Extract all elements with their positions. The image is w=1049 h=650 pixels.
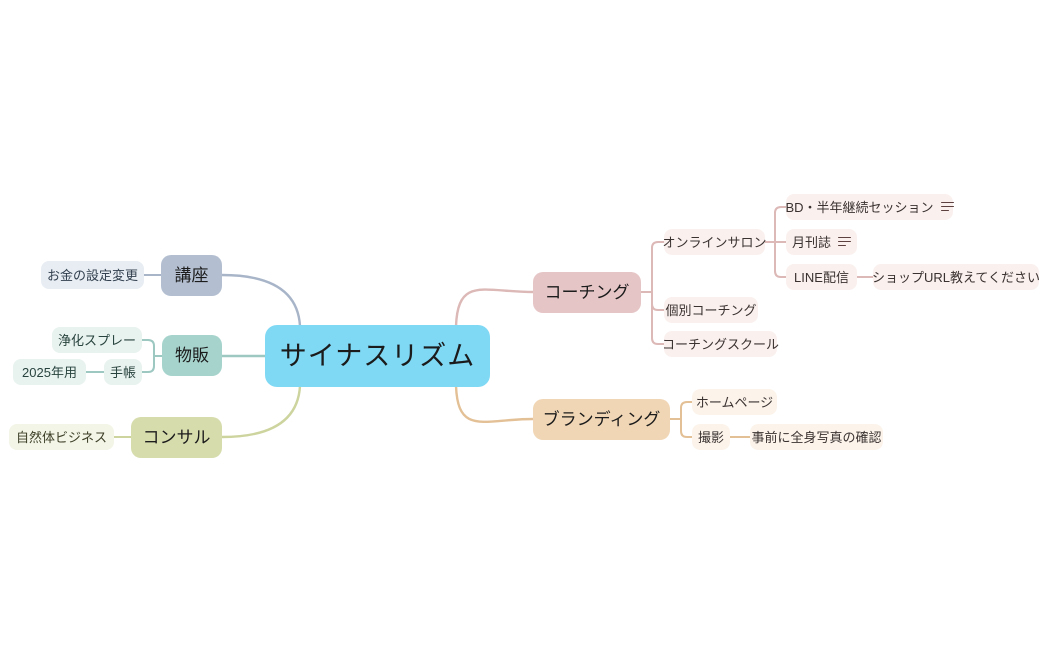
node-leaf-label: 個別コーチング (665, 302, 757, 318)
edge-root-consul (220, 384, 302, 439)
node-leaf-label: 自然体ビジネス (16, 429, 108, 445)
node-leaf-coaching-school[interactable]: コーチングスクール (662, 331, 780, 357)
node-branch-consul-label: コンサル (142, 428, 211, 447)
node-leaf-shizentai-business[interactable]: 自然体ビジネス (9, 424, 114, 450)
node-leaf-kobetsu-coaching[interactable]: 個別コーチング (664, 297, 758, 323)
node-leaf-techou[interactable]: 手帳 (104, 359, 142, 385)
edge-branding-satsuei (669, 418, 693, 438)
node-branch-kouza[interactable]: 講座 (161, 255, 222, 296)
edge-buppan-techou (141, 355, 163, 373)
edge-salon-bd (764, 206, 787, 243)
edge-branding-homepage (669, 401, 693, 420)
node-branch-buppan[interactable]: 物販 (162, 335, 222, 376)
node-root-label: サイナスリズム (279, 340, 476, 371)
node-leaf-homepage[interactable]: ホームページ (692, 389, 777, 415)
node-leaf-2025-you[interactable]: 2025年用 (13, 359, 86, 385)
node-branch-branding-label: ブランディング (542, 410, 661, 429)
edge-root-coaching (454, 288, 535, 328)
edge-buppan-spray (141, 339, 163, 357)
node-leaf-label: ショップURL教えてください (872, 269, 1040, 285)
edge-salon-line (764, 241, 787, 278)
edge-root-branding (454, 384, 535, 423)
node-branch-kouza-label: 講座 (174, 266, 209, 285)
node-leaf-satsuei[interactable]: 撮影 (692, 424, 730, 450)
node-leaf-label: 月刊誌 (792, 234, 832, 250)
node-branch-buppan-label: 物販 (175, 346, 209, 365)
node-leaf-okane-settei[interactable]: お金の設定変更 (41, 261, 144, 289)
node-leaf-label: ホームページ (695, 394, 774, 410)
node-branch-branding[interactable]: ブランディング (533, 399, 670, 440)
node-leaf-label: BD・半年継続セッション (785, 199, 934, 215)
node-root[interactable]: サイナスリズム (265, 325, 490, 387)
note-lines-icon (940, 201, 954, 213)
node-leaf-label: 手帳 (110, 364, 137, 380)
node-leaf-bd-hannen-session[interactable]: BD・半年継続セッション (785, 194, 954, 220)
node-branch-coaching[interactable]: コーチング (533, 272, 641, 313)
node-leaf-label: 撮影 (698, 429, 725, 445)
node-branch-consul[interactable]: コンサル (131, 417, 222, 458)
note-lines-icon (838, 236, 852, 248)
node-leaf-zenshin-shashin-kakunin[interactable]: 事前に全身写真の確認 (750, 424, 883, 450)
node-leaf-jouka-spray[interactable]: 浄化スプレー (52, 327, 142, 353)
node-leaf-label: 2025年用 (22, 364, 77, 380)
node-leaf-label: コーチングスクール (662, 336, 780, 352)
node-leaf-online-salon[interactable]: オンラインサロン (662, 229, 767, 255)
node-leaf-label: 事前に全身写真の確認 (751, 429, 882, 445)
node-leaf-gekkanshi[interactable]: 月刊誌 (786, 229, 857, 255)
node-leaf-label: お金の設定変更 (47, 267, 139, 283)
edge-coaching-school (640, 291, 665, 345)
node-leaf-label: 浄化スプレー (58, 332, 137, 348)
node-leaf-label: LINE配信 (794, 269, 849, 285)
node-leaf-shop-url[interactable]: ショップURL教えてください (872, 264, 1040, 290)
edge-coaching-salon (640, 241, 665, 293)
edge-coaching-kobetsu (640, 291, 665, 311)
edge-root-kouza (220, 273, 302, 328)
node-leaf-line-haishin[interactable]: LINE配信 (786, 264, 857, 290)
node-branch-coaching-label: コーチング (544, 283, 630, 302)
node-leaf-label: オンラインサロン (662, 234, 767, 250)
